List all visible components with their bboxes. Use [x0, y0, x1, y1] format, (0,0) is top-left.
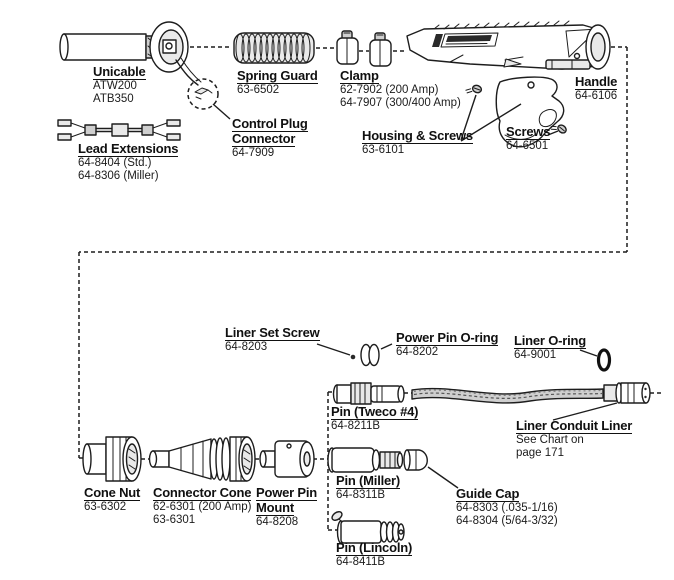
part-number: ATW200	[93, 80, 137, 92]
connector-cone-drawing	[150, 437, 256, 481]
part-label-liner-set-screw: Liner Set Screw 64-8203	[225, 326, 320, 354]
part-name: Connector	[232, 131, 296, 147]
liner-conduit-drawing	[412, 383, 650, 403]
part-name: Pin (Lincoln)	[336, 540, 413, 556]
part-number: 64-8311B	[336, 489, 386, 501]
part-name: Mount	[256, 500, 294, 516]
power-pin-o-ring-drawing	[361, 345, 379, 366]
part-number: 62-6301 (200 Amp)	[153, 501, 252, 513]
part-label-lead-extensions: Lead Extensions 64-8404 (Std.) 64-8306 (…	[78, 141, 179, 183]
part-name: Pin (Miller)	[336, 473, 401, 489]
part-name: Connector Cone	[153, 485, 252, 501]
part-name: Lead Extensions	[78, 141, 179, 157]
part-name: Pin (Tweco #4)	[331, 404, 419, 420]
part-name: Handle	[575, 74, 618, 90]
spring-guard-drawing	[234, 33, 314, 63]
part-label-screws: Screws 64-6501	[506, 124, 551, 153]
part-label-control-plug-connector: Control Plug Connector 64-7909	[232, 117, 308, 160]
part-number: 64-8203	[225, 341, 268, 353]
part-number: 64-8411B	[336, 556, 386, 568]
part-number: 64-6106	[575, 90, 618, 102]
part-number: 64-9001	[514, 349, 557, 361]
part-label-power-pin-mount: Power Pin Mount 64-8208	[256, 486, 317, 529]
part-label-spring-guard: Spring Guard 63-6502	[237, 69, 318, 97]
dashed-detail-circle	[188, 79, 218, 109]
cone-nut-drawing	[83, 437, 141, 481]
liner-o-ring-glyph	[599, 350, 610, 370]
part-number: 64-8208	[256, 516, 299, 528]
pin-tweco-drawing	[334, 383, 405, 404]
part-label-cone-nut: Cone Nut 63-6302	[84, 486, 140, 514]
lead-extensions-drawing	[58, 120, 180, 140]
part-number: 64-7907 (300/400 Amp)	[340, 96, 461, 109]
part-name: Screws	[506, 124, 551, 140]
part-number: 64-8306 (Miller)	[78, 169, 159, 182]
part-name: Control Plug	[232, 116, 308, 132]
part-name: Cone Nut	[84, 485, 141, 501]
part-name: Power Pin	[256, 485, 318, 501]
liner-set-screw-drawing	[350, 354, 356, 360]
part-label-guide-cap: Guide Cap 64-8303 (.035-1/16) 64-8304 (5…	[456, 487, 558, 528]
part-label-liner-o-ring: Liner O-ring 64-9001	[514, 334, 586, 362]
pin-lincoln-drawing	[330, 510, 404, 543]
part-name: Liner Set Screw	[225, 325, 320, 341]
part-note: page 171	[516, 446, 564, 459]
part-number: 64-8304 (5/64-3/32)	[456, 514, 558, 527]
unicable-drawing	[60, 22, 201, 85]
power-pin-mount-drawing	[260, 441, 314, 477]
housing-drawing	[496, 77, 563, 147]
part-label-clamp: Clamp 62-7902 (200 Amp) 64-7907 (300/400…	[340, 69, 461, 110]
clamp-drawing	[337, 31, 391, 66]
part-label-pin-miller: Pin (Miller) 64-8311B	[336, 474, 400, 502]
handle-drawing	[407, 21, 610, 69]
screw-glyph	[465, 82, 567, 137]
part-note: See Chart on	[516, 434, 584, 446]
part-number: 64-7909	[232, 147, 275, 159]
part-number: 64-8202	[396, 346, 439, 358]
part-name: Housing & Screws	[362, 128, 473, 144]
pin-miller-drawing	[328, 448, 403, 472]
part-number: 64-8211B	[331, 420, 381, 432]
part-number: 63-6502	[237, 84, 280, 96]
part-number: 64-8404 (Std.)	[78, 157, 152, 169]
part-number: 63-6101	[362, 144, 405, 156]
part-name: Spring Guard	[237, 68, 318, 84]
part-number: 63-6302	[84, 501, 127, 513]
brand-wordmark-illegible	[432, 33, 498, 47]
part-name: Clamp	[340, 68, 379, 84]
part-number: 62-7902 (200 Amp)	[340, 84, 439, 96]
part-label-power-pin-o-ring: Power Pin O-ring 64-8202	[396, 331, 498, 359]
part-number: 64-6501	[506, 140, 549, 152]
part-label-handle: Handle 64-6106	[575, 75, 617, 103]
part-label-housing-and-screws: Housing & Screws 63-6101	[362, 129, 473, 157]
part-name: Unicable	[93, 64, 146, 80]
guide-cap-drawing	[404, 450, 427, 470]
part-number: ATB350	[93, 92, 134, 105]
part-label-pin-tweco: Pin (Tweco #4) 64-8211B	[331, 405, 418, 433]
part-name: Liner Conduit Liner	[516, 418, 633, 434]
part-number: 63-6301	[153, 513, 196, 526]
part-label-liner-conduit-liner: Liner Conduit Liner See Chart on page 17…	[516, 419, 632, 460]
part-label-pin-lincoln: Pin (Lincoln) 64-8411B	[336, 541, 412, 569]
part-name: Guide Cap	[456, 486, 520, 502]
part-label-unicable: Unicable ATW200 ATB350	[93, 65, 146, 106]
part-label-connector-cone: Connector Cone 62-6301 (200 Amp) 63-6301	[153, 485, 252, 527]
part-name: Liner O-ring	[514, 333, 586, 349]
part-name: Power Pin O-ring	[396, 330, 499, 346]
leader-lines	[213, 95, 617, 488]
part-number: 64-8303 (.035-1/16)	[456, 502, 558, 514]
